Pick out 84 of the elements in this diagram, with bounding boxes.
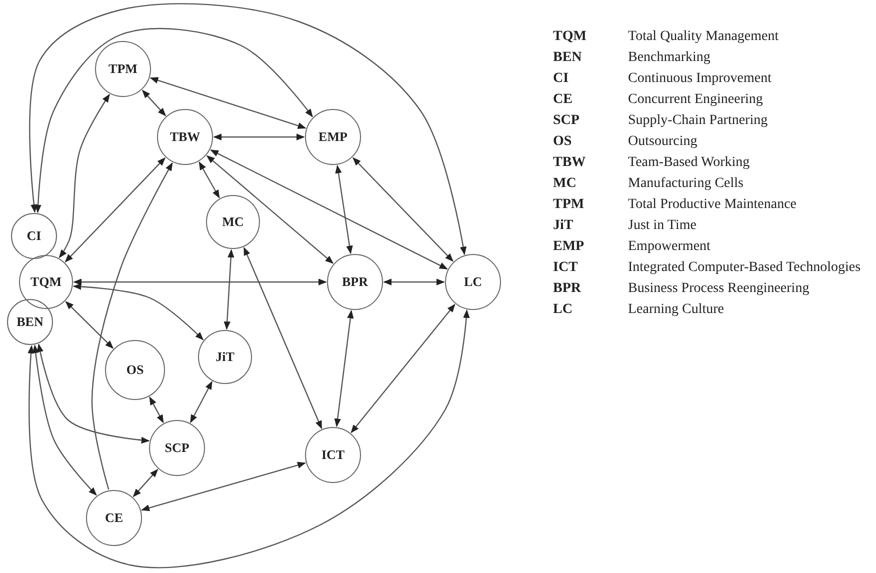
- abbreviation-text: CE: [553, 91, 574, 108]
- abbreviation-text: EMP: [553, 238, 586, 255]
- node-label: EMP: [318, 129, 348, 145]
- node-label: TQM: [30, 274, 62, 290]
- definition-text: Integrated Computer-Based Technologies: [628, 259, 862, 276]
- arrow: [28, 310, 470, 568]
- definition-text: Supply-Chain Partnering: [628, 112, 769, 129]
- node-label: BEN: [16, 314, 44, 330]
- abbreviation-text: BEN: [553, 49, 583, 66]
- concept-circle: [19, 255, 73, 309]
- arrow: [244, 246, 322, 430]
- arrow: [350, 304, 456, 434]
- node-label: OS: [126, 362, 144, 378]
- definition-text: Empowerment: [628, 238, 712, 255]
- node-label: CI: [26, 228, 42, 244]
- node-label: LC: [464, 274, 482, 290]
- arrow: [190, 381, 212, 424]
- definition-text: Total Quality Management: [628, 28, 780, 45]
- arrow: [150, 77, 306, 129]
- arrow: [72, 283, 204, 340]
- arrow: [132, 468, 158, 498]
- abbreviation-text: TBW: [553, 154, 587, 171]
- definition-text: Business Process Reengineering: [628, 280, 810, 297]
- arrow: [149, 396, 164, 424]
- node-label: TPM: [108, 61, 138, 77]
- concept-circle: [149, 420, 205, 476]
- arrow: [142, 90, 166, 116]
- abbreviation-text: MC: [553, 175, 578, 192]
- abbreviation-text: JiT: [553, 217, 574, 234]
- abbreviation-text: LC: [553, 301, 574, 318]
- node-label: ICT: [321, 447, 345, 463]
- concept-circle: [305, 427, 361, 483]
- arrow: [213, 134, 305, 140]
- arrow: [64, 157, 166, 262]
- arrow: [73, 278, 327, 286]
- node-label: SCP: [164, 440, 190, 456]
- arrow: [335, 164, 353, 254]
- concept-circle: [105, 340, 165, 400]
- abbreviation-text: SCP: [553, 112, 580, 129]
- arrow: [29, 3, 467, 256]
- definition-text: Benchmarking: [628, 49, 712, 66]
- definition-text: Concurrent Engineering: [628, 91, 764, 108]
- concept-circle: [86, 490, 142, 546]
- arrow: [65, 301, 114, 349]
- arrow: [34, 28, 313, 214]
- node-label: TBW: [170, 129, 200, 145]
- arrow: [352, 157, 454, 262]
- abbreviation-text: TQM: [553, 28, 588, 45]
- abbreviation-text: TPM: [553, 196, 586, 213]
- arrow: [210, 150, 448, 270]
- arrow: [32, 344, 97, 496]
- node-label: BPR: [342, 274, 368, 290]
- concept-circle: [198, 330, 252, 384]
- definition-text: Total Productive Maintenance: [628, 196, 798, 213]
- definition-text: Team-Based Working: [628, 154, 751, 171]
- abbreviation-text: BPR: [553, 280, 582, 297]
- abbreviation-text: CI: [553, 70, 570, 87]
- arrow: [224, 249, 234, 330]
- definition-text: Continuous Improvement: [628, 70, 772, 87]
- arrow: [198, 162, 220, 198]
- concept-circle: [327, 254, 383, 310]
- definition-text: Outsourcing: [628, 133, 698, 150]
- abbreviation-text: ICT: [553, 259, 579, 276]
- arrow: [58, 94, 110, 258]
- arrow: [36, 344, 150, 444]
- definition-text: Learning Culture: [628, 301, 726, 318]
- concept-circle: [7, 299, 53, 345]
- definition-text: Manufacturing Cells: [628, 175, 744, 192]
- node-label: MC: [222, 214, 244, 230]
- concept-circle: [11, 213, 57, 259]
- concept-circle: [95, 41, 151, 97]
- concept-circle: [206, 195, 260, 249]
- arrow: [141, 462, 306, 512]
- arrow: [206, 155, 334, 264]
- node-label: JiT: [216, 349, 234, 365]
- concept-circle: [305, 109, 361, 165]
- arrow: [334, 310, 354, 428]
- concept-circle: [157, 109, 213, 165]
- abbreviation-text: OS: [553, 133, 573, 150]
- arrow: [91, 162, 173, 490]
- arrow: [383, 278, 445, 286]
- definition-text: Just in Time: [628, 217, 698, 234]
- node-label: CE: [104, 510, 124, 526]
- concept-circle: [445, 254, 501, 310]
